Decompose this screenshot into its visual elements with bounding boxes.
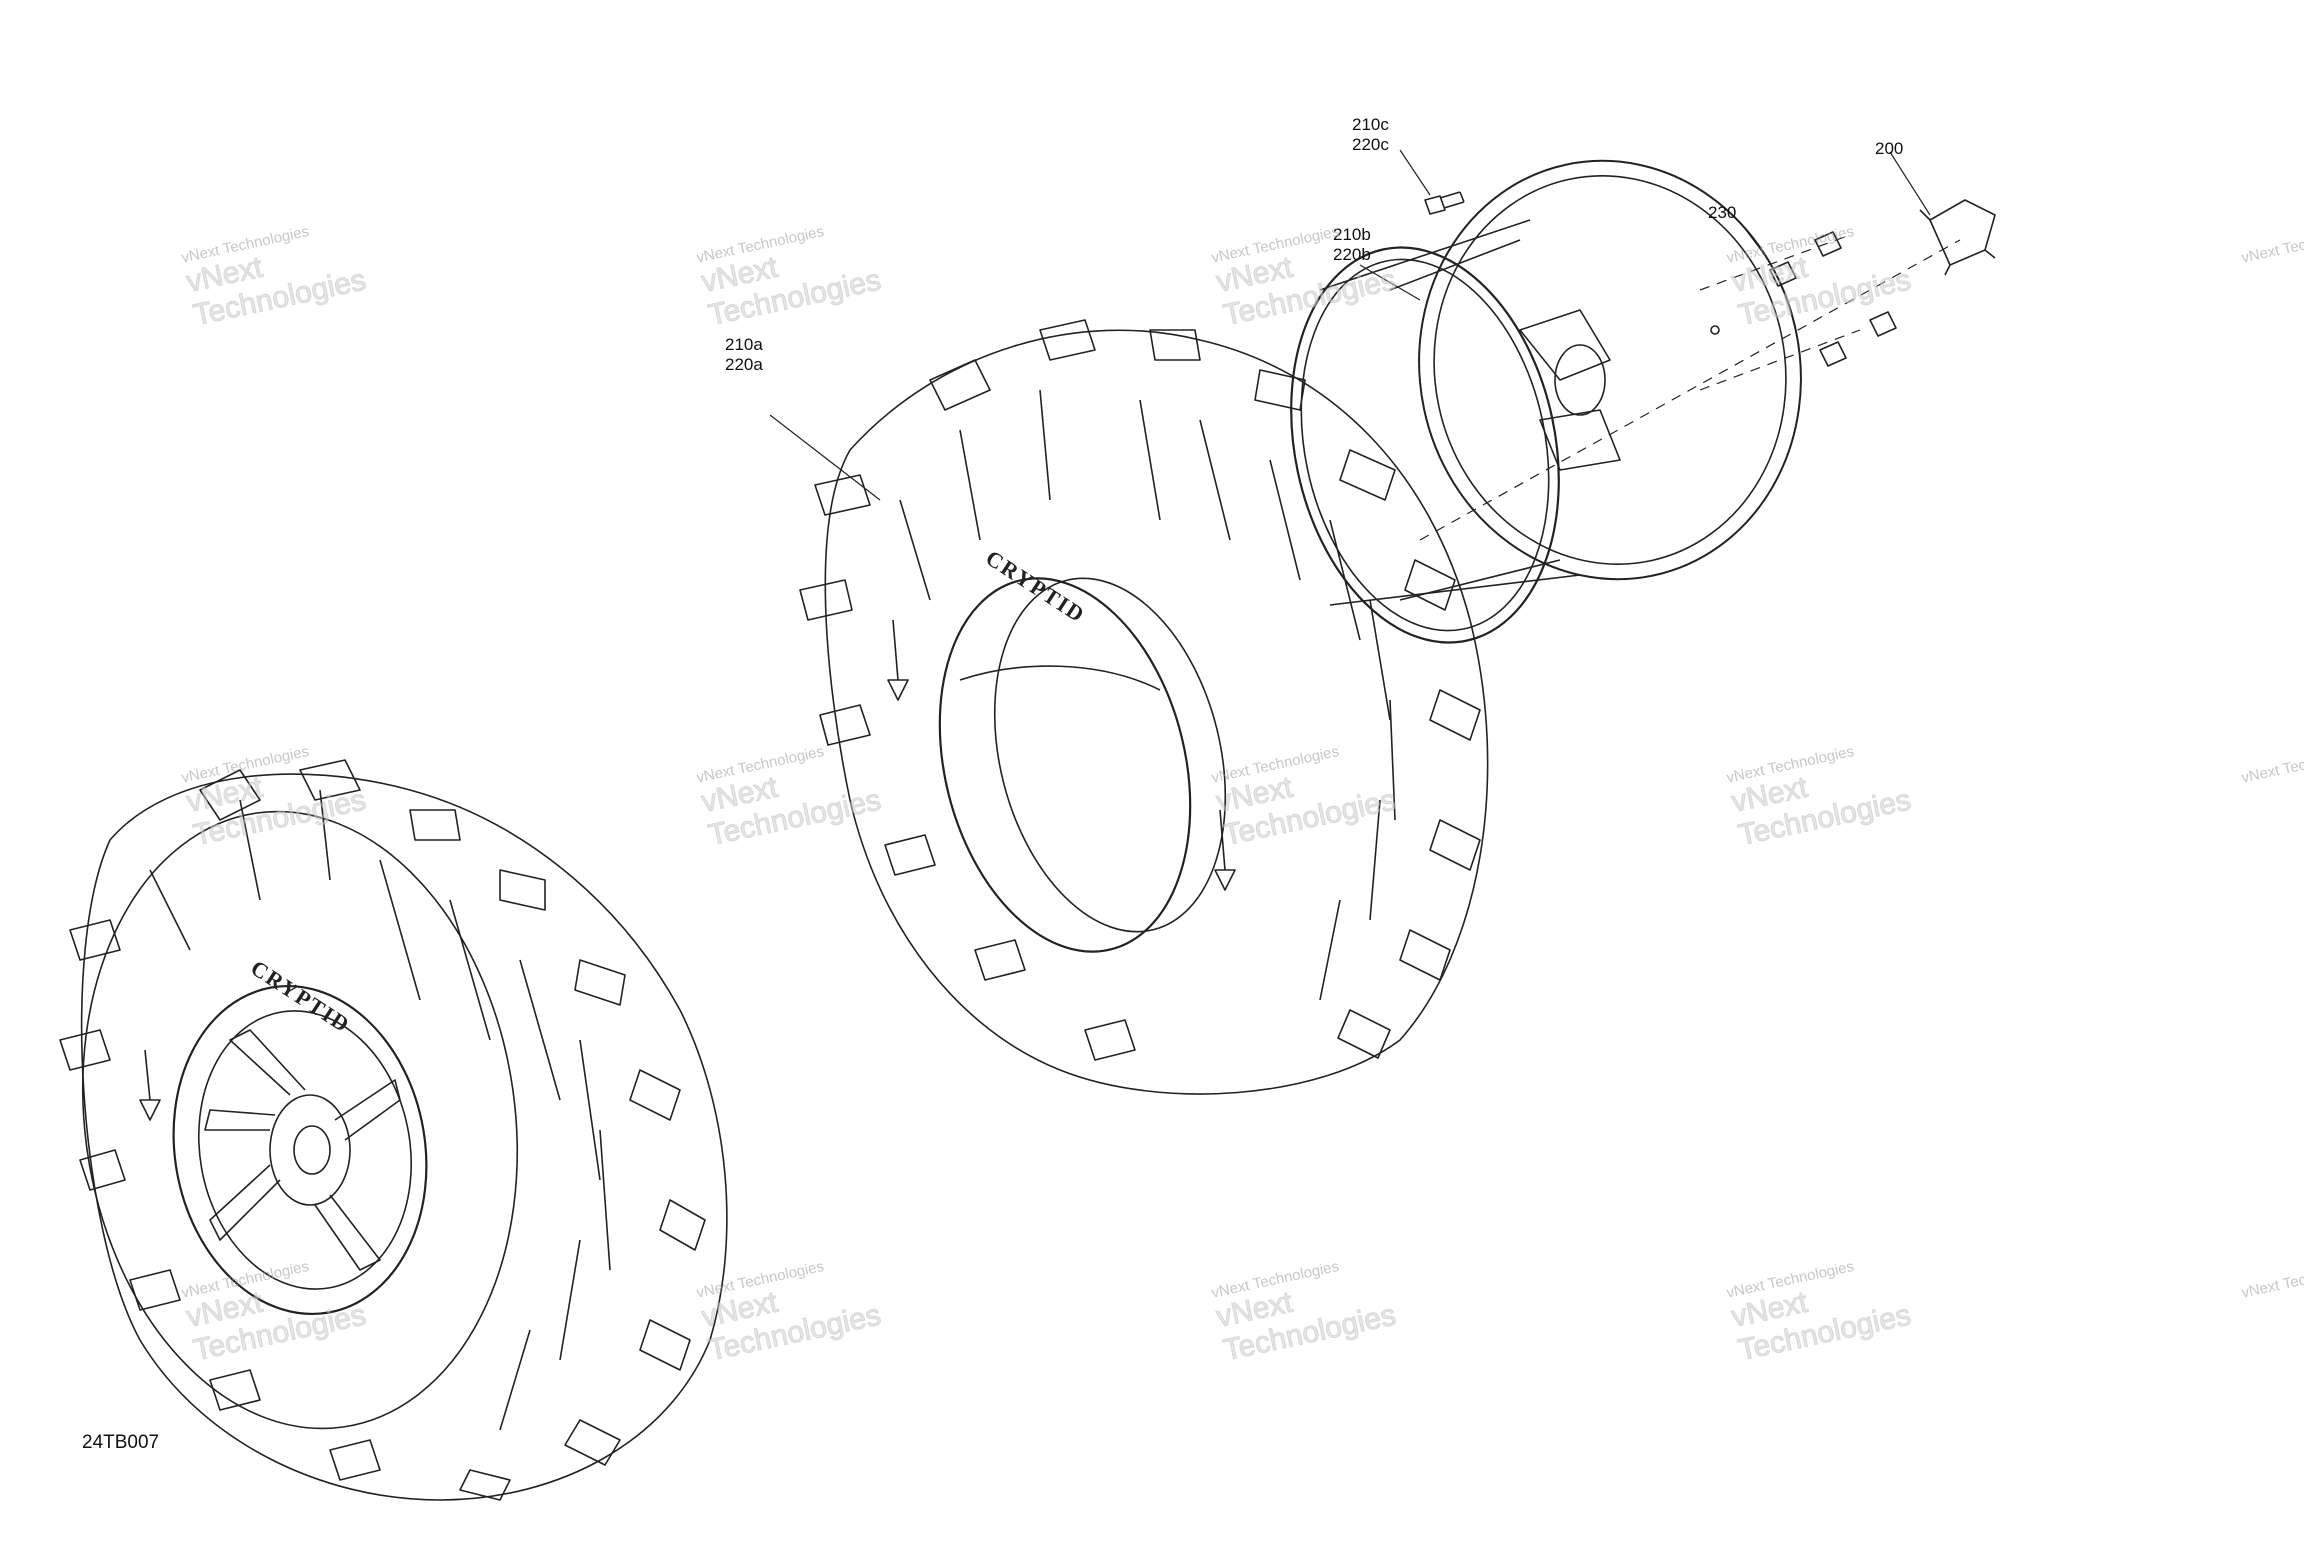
callout-210b-220b: 210b 220b bbox=[1333, 225, 1371, 264]
exploded-tire bbox=[799, 319, 1489, 1095]
assembled-wheel bbox=[59, 759, 728, 1501]
rim-cap-200 bbox=[1919, 199, 1996, 276]
bolt-210c bbox=[1424, 191, 1465, 215]
rim bbox=[1290, 159, 1802, 644]
callout-210a-220a: 210a 220a bbox=[725, 335, 763, 374]
callout-230: 230 bbox=[1708, 203, 1737, 222]
callout-200: 200 bbox=[1875, 139, 1904, 158]
lug-nuts bbox=[1769, 231, 1897, 367]
figure-id: 24TB007 bbox=[82, 1432, 160, 1453]
callout-210c-220c: 210c 220c bbox=[1352, 115, 1389, 154]
